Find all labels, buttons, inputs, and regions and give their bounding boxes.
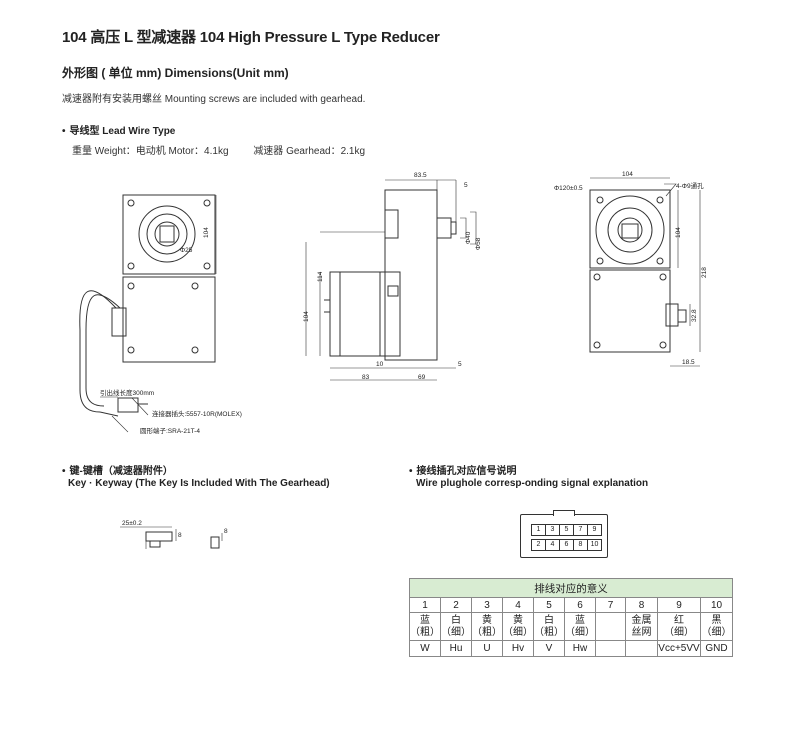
pin-8: 8 [573, 539, 588, 551]
signal-cell: Hv [502, 640, 534, 657]
gearhead-weight: 减速器 Gearhead：2.1kg [253, 146, 366, 157]
signal-cell [595, 640, 626, 657]
dimensions-heading: 外形图 ( 单位 mm) Dimensions(Unit mm) [62, 66, 289, 80]
rear-dim-offset: 18.5 [682, 359, 695, 366]
rear-dim-pcd: Φ120±0.5 [554, 185, 583, 192]
key-heading-en: Key · Keyway (The Key Is Included With T… [68, 478, 330, 489]
connector-pin-diagram: 1 3 5 7 9 2 4 6 8 10 [520, 510, 608, 558]
wire-color-cell: 黄（细） [502, 612, 534, 641]
pin-3: 3 [545, 524, 560, 536]
key-drawing: 25±0.2 8 8 [120, 520, 228, 549]
wire-color-cell [595, 612, 626, 641]
signal-cell [625, 640, 658, 657]
rear-dim-height: 104 [675, 227, 682, 238]
wire-color-cell: 白（细） [440, 612, 472, 641]
wire-color-cell: 蓝（细） [564, 612, 596, 641]
side-dim-10: 10 [376, 361, 384, 368]
pin-10: 10 [587, 539, 602, 551]
front-side-dim: 104 [203, 227, 210, 238]
pin-7: 7 [573, 524, 588, 536]
pin-number: 2 [440, 597, 472, 613]
rear-gearhead-outline [589, 189, 671, 269]
side-dim-114: 114 [317, 271, 324, 282]
key-heading-cn: •键-键槽（减速器附件） [62, 466, 173, 477]
rear-dim-total: 218 [701, 267, 708, 278]
signal-table: 排线对应的意义 1 2 3 4 5 6 7 8 9 10 蓝（粗） 白（细） 黄… [409, 578, 733, 657]
wire-color-cell: 红（细） [657, 612, 701, 641]
key-length-dim: 25±0.2 [122, 520, 142, 527]
side-dim-phi40: Φ40 [465, 231, 472, 244]
wire-color-cell: 黑（细） [700, 612, 733, 641]
pin-number: 7 [595, 597, 626, 613]
wire-color-cell: 蓝（粗） [409, 612, 441, 641]
pin-number: 5 [533, 597, 565, 613]
signal-cell: GND [700, 640, 733, 657]
signal-cell: Hw [564, 640, 596, 657]
page-title: 104 高压 L 型减速器 104 High Pressure L Type R… [62, 29, 440, 46]
dimension-drawing: 104 Φ25 引出线长度300mm 连接器插头:5557-10R(MOLEX)… [79, 171, 708, 435]
front-gearhead-outline [122, 194, 216, 275]
pin-4: 4 [545, 539, 560, 551]
lead-wire-heading: •导线型 Lead Wire Type [62, 126, 176, 137]
rear-dim-holes: 4-Φ9通孔 [676, 181, 704, 190]
pin-5: 5 [559, 524, 574, 536]
wire-color-cell: 白（粗） [533, 612, 565, 641]
motor-weight: 重量 Weight：电动机 Motor：4.1kg [72, 146, 229, 157]
signal-table-header: 排线对应的意义 [409, 578, 733, 598]
pin-2: 2 [531, 539, 546, 551]
key-heading-cn-text: 键-键槽（减速器附件） [69, 466, 173, 477]
wire-heading-cn-text: 接线插孔对应信号说明 [416, 466, 517, 477]
key-width-dim: 8 [178, 532, 182, 539]
wire-heading-cn: •接线插孔对应信号说明 [409, 466, 517, 477]
pin-number: 9 [657, 597, 701, 613]
signal-cell: V [533, 640, 565, 657]
side-dim-83-5: 83.5 [414, 172, 427, 179]
wire-heading-en: Wire plughole corresp-onding signal expl… [416, 478, 649, 489]
connector-plug [117, 397, 139, 413]
wire-color-cell: 金属丝网 [625, 612, 658, 641]
rear-dim-width: 104 [622, 171, 633, 178]
side-dim-5-top: 5 [464, 182, 468, 189]
lead-wire-heading-text: 导线型 Lead Wire Type [69, 126, 176, 137]
pin-number: 8 [625, 597, 658, 613]
signal-cell: U [471, 640, 503, 657]
side-dim-83: 83 [362, 374, 370, 381]
side-dim-5-bottom: 5 [458, 361, 462, 368]
pin-number: 3 [471, 597, 503, 613]
lead-length-label: 引出线长度300mm [100, 388, 154, 397]
weight-line: 重量 Weight：电动机 Motor：4.1kg 减速器 Gearhead：2… [72, 142, 387, 157]
pin-number: 1 [409, 597, 441, 613]
signal-cell: W [409, 640, 441, 657]
front-motor-outline [122, 276, 216, 363]
pin-number: 10 [700, 597, 733, 613]
rear-dim-shaft: 32.8 [691, 309, 698, 322]
mounting-note: 减速器附有安装用螺丝 Mounting screws are included … [62, 94, 366, 105]
wire-color-cell: 黄（粗） [471, 612, 503, 641]
front-shaft-dim: Φ25 [180, 247, 193, 254]
signal-cell: Vcc+5VV [657, 640, 701, 657]
pin-number: 6 [564, 597, 596, 613]
pin-9: 9 [587, 524, 602, 536]
pin-number: 4 [502, 597, 534, 613]
side-dim-104: 104 [303, 311, 310, 322]
side-gearhead-outline [384, 189, 438, 361]
rear-motor-outline [589, 269, 671, 353]
pin-1: 1 [531, 524, 546, 536]
connector-label: 连接器插头:5557-10R(MOLEX) [152, 409, 242, 418]
keyway-width-dim: 8 [224, 528, 228, 535]
side-dim-phi58: Φ58 [475, 237, 482, 250]
terminal-label: 圆形端子:SRA-21T-4 [140, 426, 200, 435]
side-dim-69: 69 [418, 374, 426, 381]
pin-6: 6 [559, 539, 574, 551]
signal-cell: Hu [440, 640, 472, 657]
